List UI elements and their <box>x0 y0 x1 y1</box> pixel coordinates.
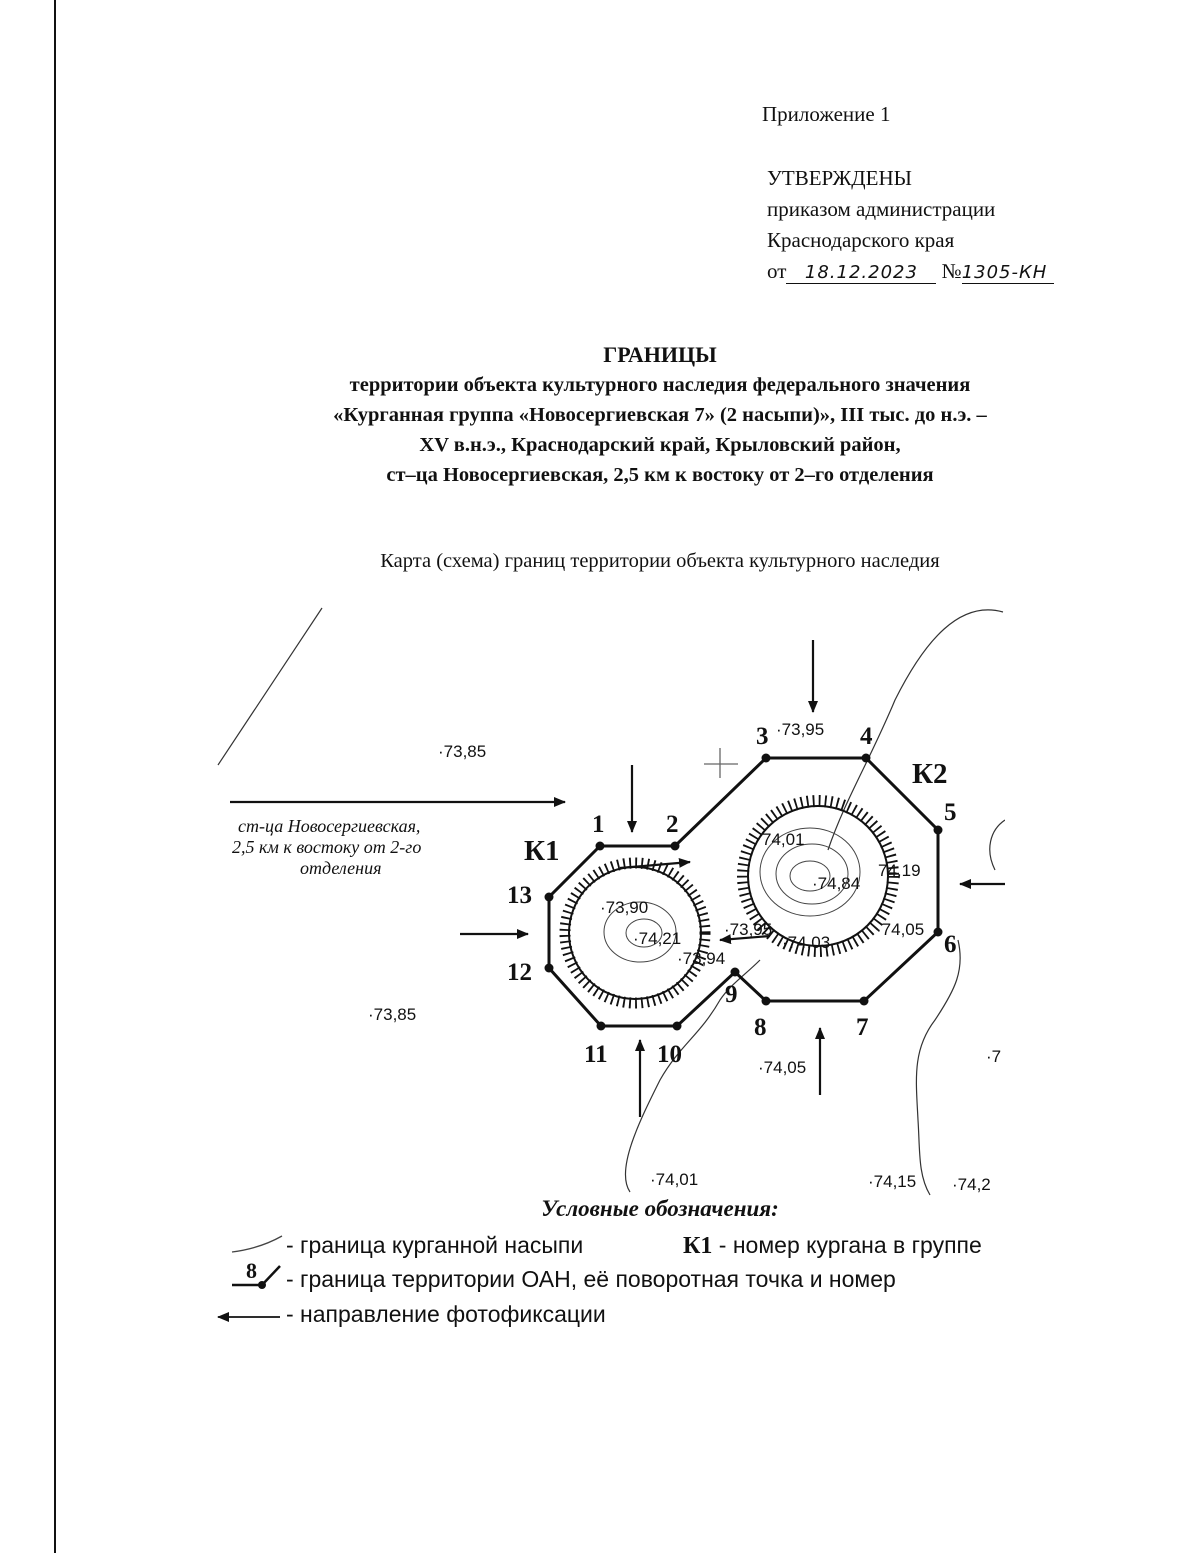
boundary-point-2 <box>670 841 680 851</box>
elevation-mark: ·74,21 <box>633 929 681 948</box>
approved-label: УТВЕРЖДЕНЫ <box>767 166 912 190</box>
elevation-mark: ·74,84 <box>812 874 860 893</box>
elevation-mark: ·73,95 <box>776 720 824 739</box>
boundary-point-label-4: 4 <box>860 723 873 750</box>
number-prefix: № <box>941 259 962 283</box>
terrain-line <box>915 939 961 1196</box>
boundary-point-4 <box>861 753 871 763</box>
elevation-mark: ·74,03 <box>782 933 830 952</box>
site-label-k2: К2 <box>912 758 948 790</box>
elevation-mark: ·7 <box>986 1047 1001 1066</box>
photo-arrow <box>719 934 771 945</box>
terrain-line <box>827 609 1004 851</box>
mound-k2 <box>737 795 899 957</box>
elevation-mark: ·74,15 <box>868 1172 916 1191</box>
boundary-point-11 <box>596 1021 606 1031</box>
title-line-4: ст–ца Новосергиевская, 2,5 км к востоку … <box>386 464 934 486</box>
boundary-point-8 <box>761 996 771 1006</box>
legend-row-photo: - направление фотофиксации <box>286 1301 606 1328</box>
elevation-mark: ·73,90 <box>600 898 648 917</box>
elevation-mark: 74,01 <box>762 830 805 849</box>
order-line-1: приказом администрации <box>767 197 996 221</box>
photo-arrow <box>619 857 691 870</box>
boundary-point-12 <box>544 963 554 973</box>
elevation-mark: ·74,05 <box>876 920 924 939</box>
order-date: 18.12.2023 <box>804 262 918 283</box>
boundary-point-10 <box>672 1021 682 1031</box>
boundary-point-6 <box>933 927 943 937</box>
legend-row-site-number: К1 - номер кургана в группе <box>683 1232 982 1260</box>
elevation-mark: ·74,2 <box>952 1175 991 1194</box>
from-prefix: от <box>767 259 787 283</box>
page-margin-line <box>54 0 56 1553</box>
map-caption: Карта (схема) границ территории объекта … <box>380 550 940 572</box>
document-title: ГРАНИЦЫ территории объекта культурного н… <box>160 340 1160 490</box>
elevation-mark: ·73,94 <box>677 949 725 968</box>
boundary-point-label-12: 12 <box>507 959 532 986</box>
title-line-2: «Курганная группа «Новосергиевская 7» (2… <box>333 404 987 426</box>
legend-territory-point-icon: 8 <box>232 1258 281 1289</box>
boundary-point-9 <box>730 967 740 977</box>
boundary-point-label-6: 6 <box>944 931 957 958</box>
boundary-point-7 <box>859 996 869 1006</box>
territory-boundary <box>547 756 940 1028</box>
title-main: ГРАНИЦЫ <box>603 342 717 367</box>
terrain-line <box>217 607 323 766</box>
legend-row-territory: - граница территории ОАН, её поворотная … <box>286 1266 896 1293</box>
title-line-1: территории объекта культурного наследия … <box>349 374 971 396</box>
boundary-point-label-2: 2 <box>666 811 679 838</box>
legend-mound-text: - граница курганной насыпи <box>286 1232 584 1258</box>
approval-block: УТВЕРЖДЕНЫ приказом администрации Красно… <box>767 163 1054 287</box>
photo-direction-arrows <box>230 640 1005 1117</box>
legend-row-mound: - граница курганной насыпи <box>286 1232 583 1259</box>
boundary-point-label-8: 8 <box>754 1014 767 1041</box>
place-label-line-3: отделения <box>300 858 381 878</box>
boundary-point-label-11: 11 <box>584 1041 608 1068</box>
legend-site-text: - номер кургана в группе <box>718 1232 982 1258</box>
elevation-mark: ·73,85 <box>438 742 486 761</box>
place-label-line-1: ст-ца Новосергиевская, <box>238 816 420 836</box>
legend-territory-text: - граница территории ОАН, её поворотная … <box>286 1266 896 1292</box>
legend-photo-text: - направление фотофиксации <box>286 1301 606 1327</box>
terrain-line <box>989 819 1005 871</box>
terrain-line <box>624 959 761 1193</box>
legend-mound-boundary-icon <box>231 1235 283 1253</box>
boundary-point-label-3: 3 <box>756 723 769 750</box>
boundary-point-label-7: 7 <box>856 1014 869 1041</box>
boundary-point-label-13: 13 <box>507 882 532 909</box>
elevation-mark: ·74,05 <box>758 1058 806 1077</box>
elevation-mark: 74,19 <box>878 861 921 880</box>
elevation-mark: ·73,95 <box>724 920 772 939</box>
boundary-point-13 <box>544 892 554 902</box>
boundary-point-label-5: 5 <box>944 799 957 826</box>
site-label-k1: К1 <box>524 835 560 867</box>
place-label-line-2: 2,5 км к востоку от 2-го <box>232 837 421 857</box>
elevation-mark: ·74,01 <box>650 1170 698 1189</box>
legend-title: Условные обозначения: <box>541 1196 779 1221</box>
boundary-point-label-10: 10 <box>657 1041 682 1068</box>
order-date-line: от 18.12.2023 №1305-КН <box>767 256 1054 287</box>
legend-site-symbol: К1 <box>683 1233 713 1259</box>
order-line-2: Краснодарского края <box>767 228 955 252</box>
appendix-label: Приложение 1 <box>762 102 891 126</box>
boundary-point-5 <box>933 825 943 835</box>
title-line-3: XV в.н.э., Краснодарский край, Крыловски… <box>419 434 901 456</box>
boundary-point-label-1: 1 <box>592 811 605 838</box>
elevation-marks: ·73,85 ·73,95 74,01 ·74,84 74,19 ·73,90 … <box>368 720 1001 1194</box>
boundary-point-label-9: 9 <box>725 981 738 1008</box>
boundary-point-1 <box>595 841 605 851</box>
elevation-mark: ·73,85 <box>368 1005 416 1024</box>
legend-territory-symbol: 8 <box>246 1258 257 1283</box>
boundary-point-3 <box>761 753 771 763</box>
survey-cross-icon <box>704 748 738 778</box>
order-number: 1305-КН <box>961 262 1048 283</box>
